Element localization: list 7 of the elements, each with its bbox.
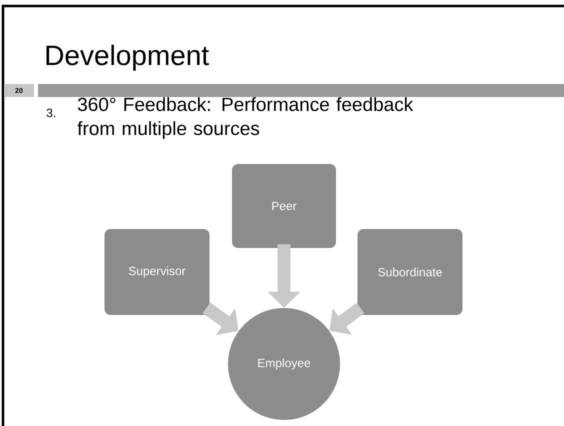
rounded-box: Subordinate [358, 229, 462, 315]
rounded-box: Peer [232, 164, 336, 248]
list-number: 3. [46, 108, 56, 118]
bullet-text: 360° Feedback: Performance feedback from multiple sources [77, 97, 414, 139]
title: Development [46, 44, 209, 71]
circle-node: Employee [228, 308, 340, 420]
rounded-box: Supervisor [104, 229, 210, 315]
